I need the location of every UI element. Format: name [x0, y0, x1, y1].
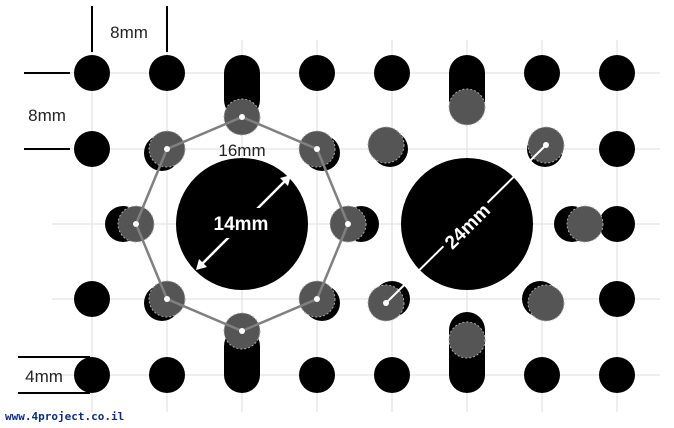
hole — [299, 55, 335, 91]
hole — [599, 357, 635, 393]
octagon-vertices — [133, 114, 351, 334]
hole — [524, 357, 560, 393]
dimension-lines — [18, 6, 168, 394]
hole — [149, 357, 185, 393]
hole — [374, 357, 410, 393]
hole — [74, 55, 110, 91]
hole — [374, 55, 410, 91]
hole — [599, 131, 635, 167]
hole — [149, 55, 185, 91]
peg — [566, 205, 604, 243]
pitch-h-label: 8mm — [110, 23, 148, 42]
hole — [74, 281, 110, 317]
pitch-v-label: 8mm — [28, 106, 66, 125]
hole — [299, 357, 335, 393]
peg — [527, 284, 565, 322]
octagon-label: 16mm — [218, 141, 265, 160]
peg — [448, 88, 486, 126]
hole — [74, 131, 110, 167]
hole — [74, 357, 110, 393]
small-disc-label: 14mm — [214, 214, 269, 235]
hole-diameter-label: 4mm — [25, 367, 63, 386]
peg — [448, 321, 486, 359]
hole — [599, 55, 635, 91]
hole — [599, 281, 635, 317]
hole — [524, 55, 560, 91]
footer-url[interactable]: www.4project.co.il — [5, 410, 125, 423]
hole — [599, 206, 635, 242]
peg — [367, 126, 405, 164]
grey-pegs — [117, 88, 604, 359]
